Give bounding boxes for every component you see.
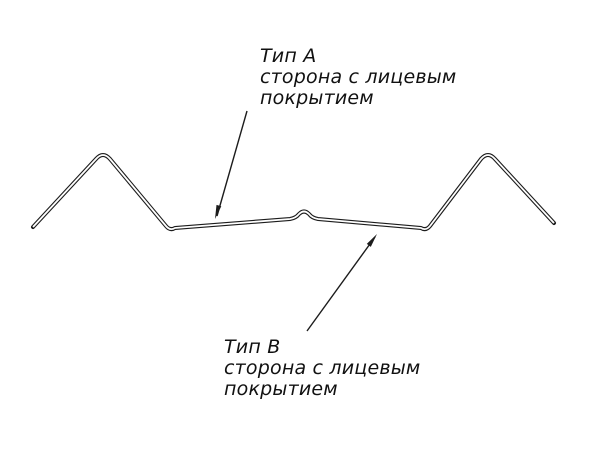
annotation-type-a-line2: покрытием (260, 87, 374, 109)
arrowhead-top (215, 204, 222, 219)
leader-line-top (216, 110, 248, 217)
leader-line-bottom (306, 236, 376, 332)
arrowhead-bottom (366, 234, 377, 247)
annotation-type-a-title: Тип А (260, 45, 317, 67)
annotation-type-b: Тип В сторона с лицевым покрытием (224, 337, 420, 400)
annotation-type-a-line1: сторона с лицевым (260, 66, 457, 88)
profile-outline-inner (32, 154, 555, 231)
annotation-type-b-line1: сторона с лицевым (224, 357, 421, 379)
annotation-type-b-line2: покрытием (224, 378, 338, 400)
annotation-type-a: Тип А сторона с лицевым покрытием (260, 46, 456, 109)
annotation-type-b-title: Тип В (224, 336, 281, 358)
